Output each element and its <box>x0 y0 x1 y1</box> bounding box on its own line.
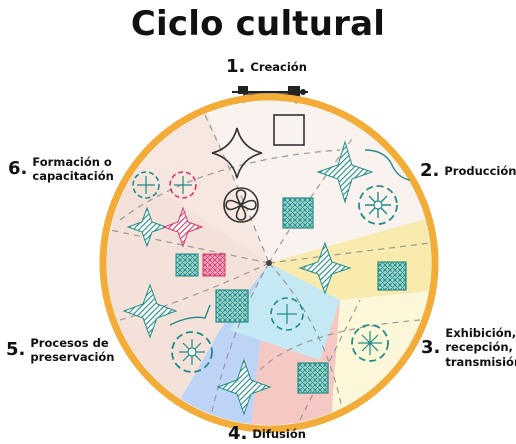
needle-thread-icon <box>169 304 211 326</box>
embroidery-hoop-ring <box>99 93 439 433</box>
stage-label-produccion: 2. Producción <box>420 162 516 180</box>
embroidery-star-icon <box>216 358 272 416</box>
stage-number: 1. <box>226 56 246 77</box>
stage-number: 3. <box>421 336 441 358</box>
cross-stitch-icon <box>282 197 314 229</box>
cross-stitch-icon <box>175 253 199 277</box>
stage-text: Creación <box>250 59 307 74</box>
stage-text: Producción <box>444 163 516 178</box>
stage-text: Difusión <box>252 426 306 441</box>
embroidery-star-icon <box>316 140 374 204</box>
square-outline-icon <box>273 114 305 146</box>
stage-number: 5. <box>6 339 26 361</box>
embroidery-circle-icon <box>351 324 389 362</box>
cross-stitch-icon <box>377 261 407 291</box>
center-point <box>266 260 272 266</box>
embroidery-circle-icon <box>132 171 160 199</box>
needle-thread-icon <box>364 149 411 181</box>
stage-number: 6. <box>8 158 28 180</box>
embroidery-star-icon <box>122 283 178 339</box>
stage-label-creacion: 1. Creación <box>226 58 307 76</box>
stage-label-formacion: 6. Formación o capacitación <box>8 155 114 184</box>
stage-number: 4. <box>228 423 248 444</box>
embroidery-circle-icon <box>358 185 398 225</box>
embroidery-star-icon <box>162 206 204 248</box>
stage-label-preservacion: 5. Procesos de preservación <box>6 336 115 365</box>
stage-text: Exhibición, recepción, transmisión <box>445 326 516 369</box>
star-outline-icon <box>211 127 263 179</box>
quatrefoil-icon <box>223 187 259 223</box>
stage-number: 2. <box>420 160 440 181</box>
cross-stitch-icon <box>215 289 249 323</box>
stage-text: Procesos de preservación <box>30 336 115 365</box>
embroidery-circle-icon <box>169 171 197 199</box>
cross-stitch-icon <box>297 362 329 394</box>
embroidery-circle-icon <box>270 297 304 331</box>
stage-label-exhibicion: 3. Exhibición, recepción, transmisión <box>421 326 516 369</box>
page-title: Ciclo cultural <box>130 4 386 44</box>
segment-difusion-cyan <box>230 263 340 360</box>
cross-stitch-icon <box>202 253 226 277</box>
stage-text: Formación o capacitación <box>32 155 114 184</box>
embroidery-star-icon <box>298 241 352 295</box>
embroidery-circle-icon <box>171 331 213 373</box>
embroidery-star-icon <box>126 206 168 248</box>
stage-label-difusion: 4. Difusión <box>228 425 306 443</box>
